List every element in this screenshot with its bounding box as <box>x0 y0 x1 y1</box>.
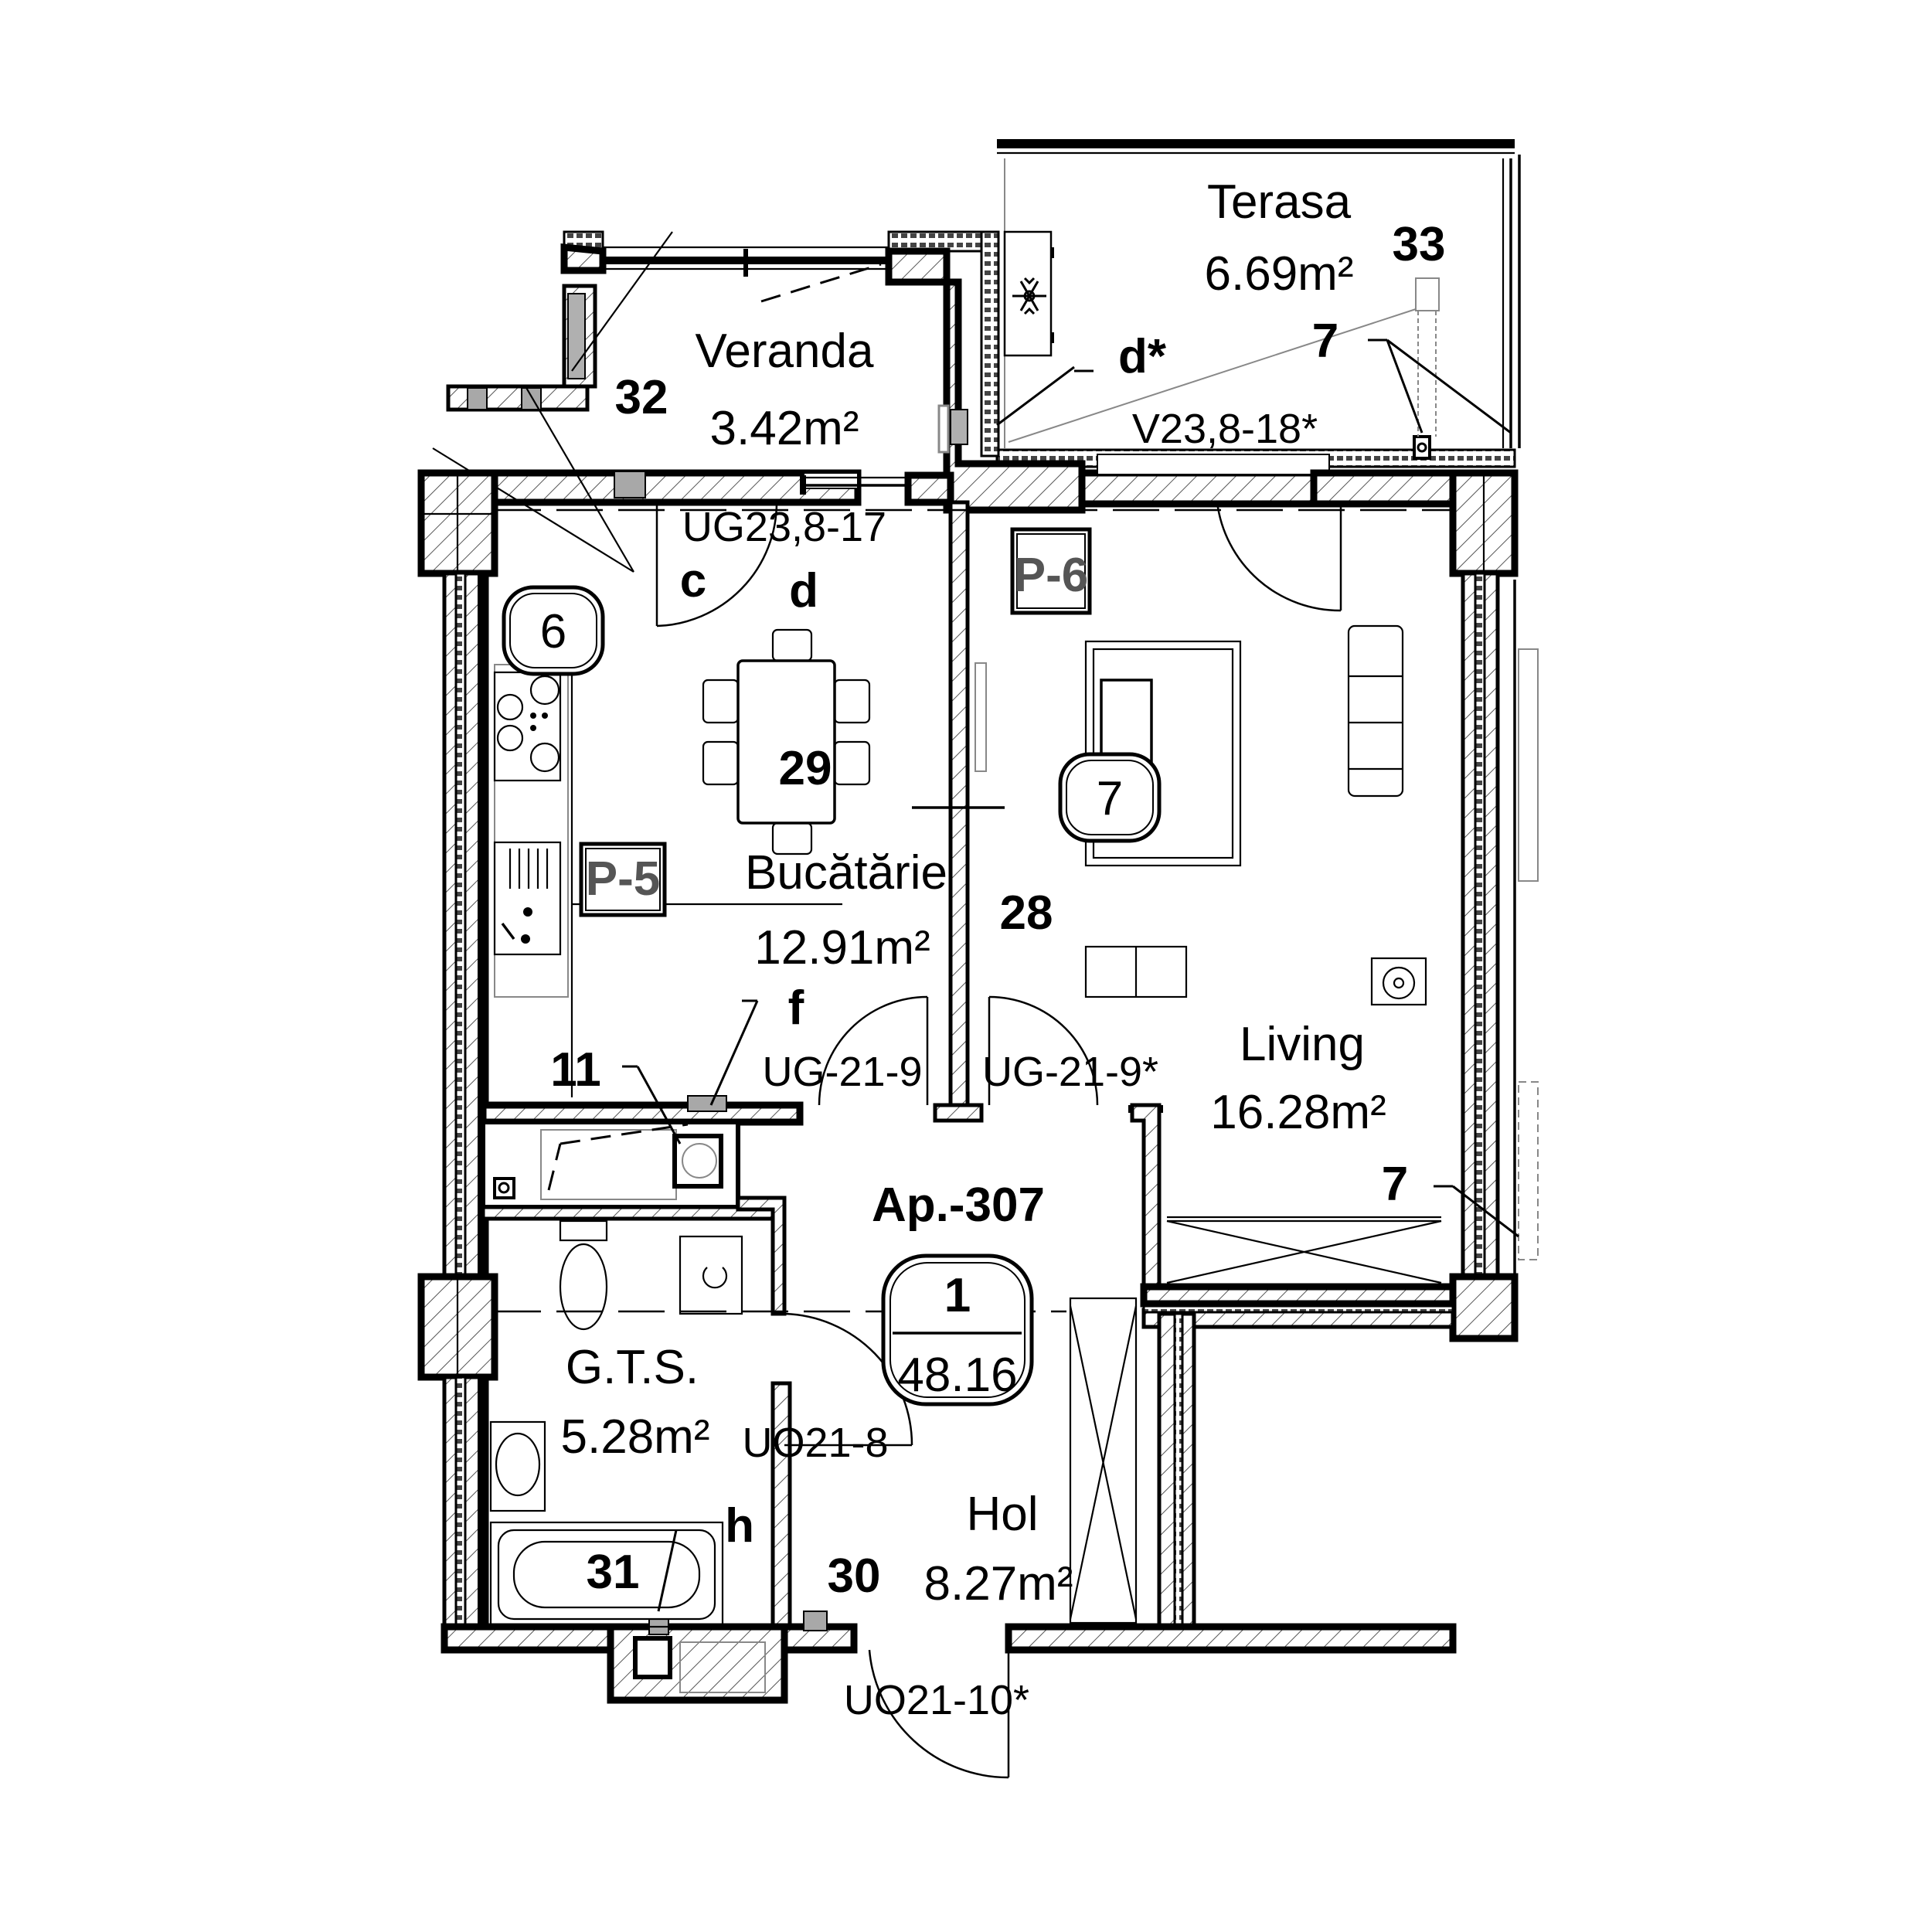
opening-uo21-10-star: UO21-10* <box>844 1677 1029 1723</box>
opening-ug23-8-17: UG23,8-17 <box>682 504 886 550</box>
callout-11: 11 <box>550 1043 601 1097</box>
bucatarie-area: 12.91m² <box>754 921 930 975</box>
callout-h: h <box>725 1499 754 1553</box>
badge-6: 6 <box>502 585 605 676</box>
veranda-area: 3.42m² <box>710 402 859 455</box>
apartment-label: Ap.-307 <box>872 1179 1045 1232</box>
callout-c: c <box>680 554 706 607</box>
terasa-area: 6.69m² <box>1205 247 1354 301</box>
living-number: 28 <box>1000 886 1053 940</box>
living-furniture <box>975 624 1427 1006</box>
doors <box>655 502 1342 1779</box>
room-labels: Terasa 6.69m² 33 Veranda 3.42m² 32 29 Bu… <box>561 175 1446 1611</box>
leaders <box>622 338 1519 1612</box>
callout-7-terrace: 7 <box>1312 315 1338 368</box>
tag-p6-label: P-6 <box>1014 549 1088 602</box>
dining-table <box>702 628 1005 855</box>
hol-area: 8.27m² <box>924 1557 1073 1611</box>
opening-v23-8-18: V23,8-18* <box>1132 406 1318 452</box>
apartment-badge: 1 48.16 <box>881 1253 1034 1406</box>
veranda-name: Veranda <box>696 325 875 378</box>
living-area: 16.28m² <box>1210 1086 1386 1139</box>
opening-ug21-9: UG-21-9 <box>762 1049 922 1095</box>
gts-number: 31 <box>587 1546 640 1599</box>
veranda-walls <box>417 230 1086 573</box>
bathroom-fixtures <box>489 1219 743 1628</box>
apartment-badge-area: 48.16 <box>897 1349 1017 1402</box>
tag-p6: P-6 <box>1010 527 1092 615</box>
terasa-number: 33 <box>1393 218 1446 271</box>
left-structure <box>417 469 498 1634</box>
terasa-name: Terasa <box>1207 175 1352 229</box>
internal-walls <box>440 500 1457 1704</box>
hol-number: 30 <box>828 1549 881 1603</box>
hol-name: Hol <box>966 1488 1038 1541</box>
opening-uo21-8: UO21-8 <box>742 1420 888 1466</box>
apartment-badge-number: 1 <box>944 1269 971 1322</box>
gts-name: G.T.S. <box>566 1341 699 1394</box>
ac-unit <box>1003 230 1054 357</box>
snowflake-icon <box>1012 277 1046 315</box>
tag-p5: P-5 <box>579 842 667 917</box>
bucatarie-number: 29 <box>779 742 832 795</box>
badge-7: 7 <box>1058 752 1162 843</box>
opening-ug21-9-star: UG-21-9* <box>982 1049 1158 1095</box>
bucatarie-name: Bucătărie <box>745 846 947 900</box>
living-name: Living <box>1240 1018 1365 1071</box>
tag-p5-label: P-5 <box>586 852 660 906</box>
right-structure <box>1078 454 1539 1342</box>
badge-6-label: 6 <box>540 605 566 658</box>
callout-f: f <box>788 981 804 1035</box>
gts-area: 5.28m² <box>561 1410 710 1464</box>
callout-d-star: d* <box>1118 330 1167 383</box>
callout-d: d <box>789 564 818 617</box>
badge-7-label: 7 <box>1097 772 1123 825</box>
callout-labels: c d d* f h 11 7 7 <box>550 315 1408 1553</box>
veranda-number: 32 <box>615 371 668 424</box>
callout-7-living: 7 <box>1382 1158 1408 1211</box>
opening-labels: UG23,8-17 V23,8-18* UG-21-9 UG-21-9* UO2… <box>682 406 1318 1723</box>
